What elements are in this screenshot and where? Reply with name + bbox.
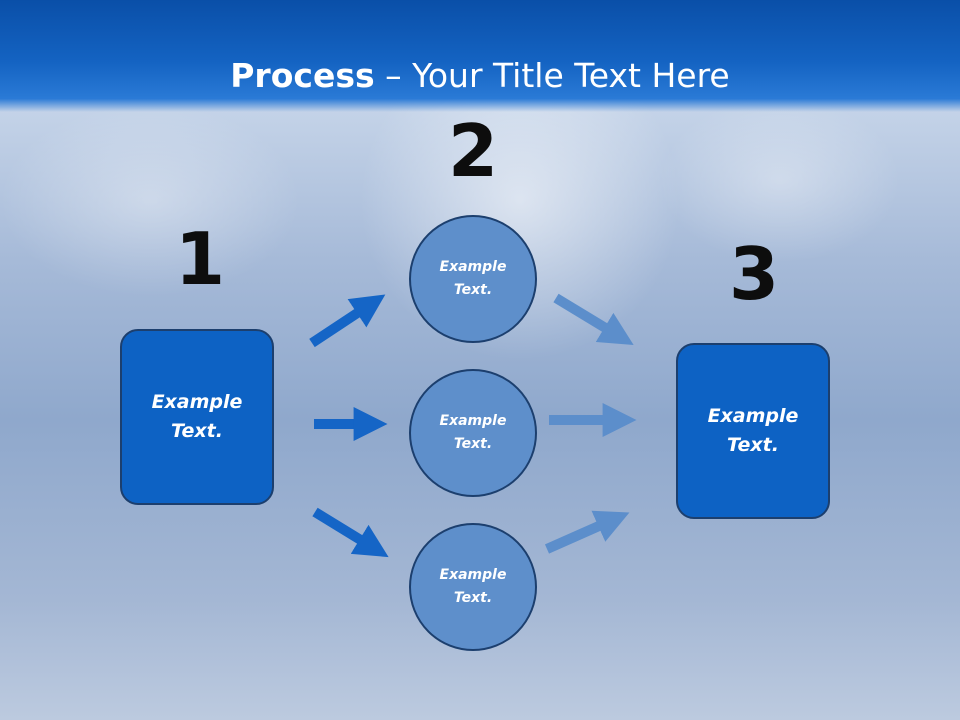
circle-top-text: Example Text. (439, 259, 507, 298)
step-number-1: 1 (174, 217, 226, 301)
circle-middle: Example Text. (409, 369, 537, 497)
arrow-left-to-bottom-icon (312, 507, 389, 558)
arrow-bottom-to-right-icon (544, 510, 630, 554)
arrow-left-to-top-icon (309, 294, 386, 348)
title-bar (0, 0, 960, 112)
slide-title: Process – Your Title Text Here (0, 54, 960, 98)
circle-bottom-text: Example Text. (439, 567, 507, 606)
right-box-text: Example Text. (707, 405, 799, 456)
arrow-top-to-right-icon (553, 293, 634, 346)
step-number-2: 2 (447, 109, 499, 193)
right-process-box: Example Text. (676, 343, 830, 519)
title-rest: – Your Title Text Here (374, 56, 730, 95)
left-box-text: Example Text. (151, 391, 243, 442)
step-number-3: 3 (728, 232, 780, 316)
left-process-box: Example Text. (120, 329, 274, 505)
circle-bottom: Example Text. (409, 523, 537, 651)
title-bold: Process (230, 56, 375, 95)
circle-top: Example Text. (409, 215, 537, 343)
circle-middle-text: Example Text. (439, 413, 507, 452)
